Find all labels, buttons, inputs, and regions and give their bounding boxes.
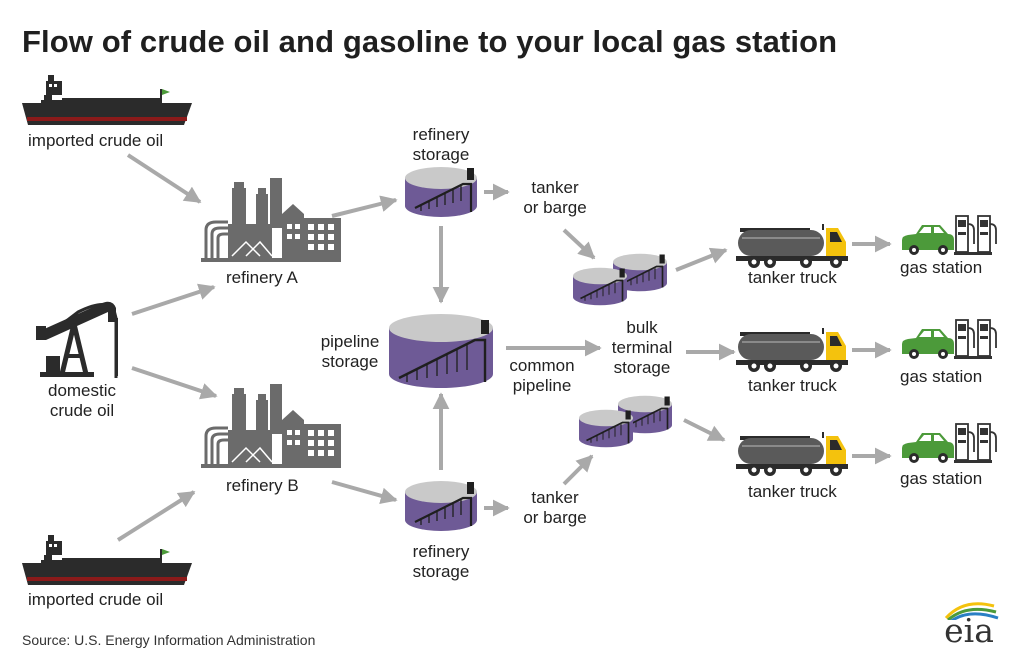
label-refinery-a: refinery A xyxy=(226,268,298,287)
label-tanker-truck-2: tanker truck xyxy=(748,376,837,395)
label-refinery-storage-top-line1: refinery xyxy=(412,125,470,144)
label-refinery-storage-top-line2: storage xyxy=(412,145,470,164)
arrow-bulk-to-truck-1 xyxy=(675,247,728,272)
flow-arrows xyxy=(116,153,892,542)
ship-icon-top xyxy=(22,75,192,125)
label-refinery-storage-bottom-line2: storage xyxy=(412,562,470,581)
eia-logo: eia xyxy=(938,600,1000,648)
arrow-refinery-b-to-storage xyxy=(331,480,398,504)
pipeline-storage-tank-icon xyxy=(389,314,493,388)
label-imported-crude-top: imported crude oil xyxy=(28,131,164,150)
refinery-storage-bottom-tank-icon xyxy=(403,479,479,533)
label-pipeline-storage: pipeline storage xyxy=(314,332,386,372)
diagram-title: Flow of crude oil and gasoline to your l… xyxy=(22,24,838,59)
source-note: Source: U.S. Energy Information Administ… xyxy=(22,632,316,648)
label-bulk-terminal-line3: storage xyxy=(613,358,671,377)
label-tanker-barge-bottom: tanker or barge xyxy=(516,488,594,528)
label-tanker-truck-1: tanker truck xyxy=(748,268,837,287)
tanker-truck-icon-1 xyxy=(736,224,848,268)
label-bulk-terminal-line2: terminal xyxy=(611,338,673,357)
label-tanker-barge-bottom-line1: tanker xyxy=(531,488,579,507)
label-domestic-crude: domestic crude oil xyxy=(40,381,124,421)
label-common-pipeline-line1: common xyxy=(509,356,575,375)
label-bulk-terminal-line1: bulk xyxy=(626,318,658,337)
label-tanker-barge-top-line1: tanker xyxy=(531,178,579,197)
label-pipeline-storage-line1: pipeline xyxy=(320,332,380,351)
ship-icon-bottom xyxy=(22,535,192,585)
bulk-terminal-tanks-bottom xyxy=(578,394,673,449)
label-gas-station-2: gas station xyxy=(900,367,983,386)
label-common-pipeline: common pipeline xyxy=(504,356,580,396)
label-bulk-terminal-storage: bulk terminal storage xyxy=(604,318,680,378)
label-tanker-truck-3: tanker truck xyxy=(748,482,837,501)
arrow-tanker-to-bulk-top xyxy=(562,228,596,260)
eia-logo-text: eia xyxy=(944,611,994,650)
oil-pump-icon xyxy=(36,301,118,378)
label-pipeline-storage-line2: storage xyxy=(321,352,379,371)
gas-station-icon-1 xyxy=(901,215,997,256)
label-common-pipeline-line2: pipeline xyxy=(512,376,572,395)
arrow-domestic-to-refinery-b xyxy=(131,366,218,400)
label-refinery-storage-top: refinery storage xyxy=(404,125,478,165)
label-gas-station-1: gas station xyxy=(900,258,983,277)
label-refinery-b: refinery B xyxy=(226,476,299,495)
arrow-ship-to-refinery-b xyxy=(116,490,196,542)
gas-station-icon-2 xyxy=(901,319,997,360)
label-domestic-line1: domestic xyxy=(47,381,117,400)
label-tanker-barge-top-line2: or barge xyxy=(523,198,587,217)
label-refinery-storage-bottom-line1: refinery xyxy=(412,542,470,561)
refinery-a-icon xyxy=(199,176,343,264)
label-tanker-barge-top: tanker or barge xyxy=(516,178,594,218)
refinery-storage-top-tank-icon xyxy=(403,165,479,219)
tanker-truck-icon-3 xyxy=(736,432,848,476)
label-imported-crude-bottom: imported crude oil xyxy=(28,590,164,609)
arrow-ship-to-refinery-a xyxy=(126,153,202,204)
arrow-domestic-to-refinery-a xyxy=(131,283,216,316)
label-gas-station-3: gas station xyxy=(900,469,983,488)
tanker-truck-icon-2 xyxy=(736,328,848,372)
label-domestic-line2: crude oil xyxy=(49,401,115,420)
eia-logo-swoosh-icon xyxy=(944,602,999,620)
arrow-tanker-to-bulk-bottom xyxy=(562,454,594,486)
refinery-b-icon xyxy=(199,382,343,470)
arrow-bulk-to-truck-3 xyxy=(683,418,726,442)
arrow-refinery-a-to-storage xyxy=(331,195,398,218)
label-refinery-storage-bottom: refinery storage xyxy=(404,542,478,582)
bulk-terminal-tanks-top xyxy=(572,252,668,307)
gas-station-icon-3 xyxy=(901,423,997,464)
label-tanker-barge-bottom-line2: or barge xyxy=(523,508,587,527)
